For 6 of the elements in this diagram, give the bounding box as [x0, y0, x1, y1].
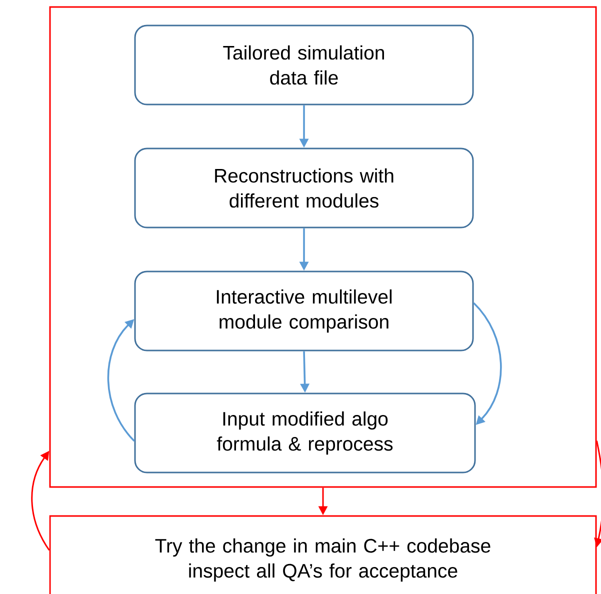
process-box: Input modified algo formula & reprocess — [134, 392, 476, 474]
process-box: Interactive multilevel module comparison — [134, 270, 474, 352]
process-box: Try the change in main C++ codebase inspect all QA’s for acceptance — [49, 515, 597, 594]
process-box: Reconstructions with different modules — [134, 148, 474, 228]
group-frame — [49, 6, 597, 488]
process-box: Tailored simulation data file — [134, 24, 474, 106]
